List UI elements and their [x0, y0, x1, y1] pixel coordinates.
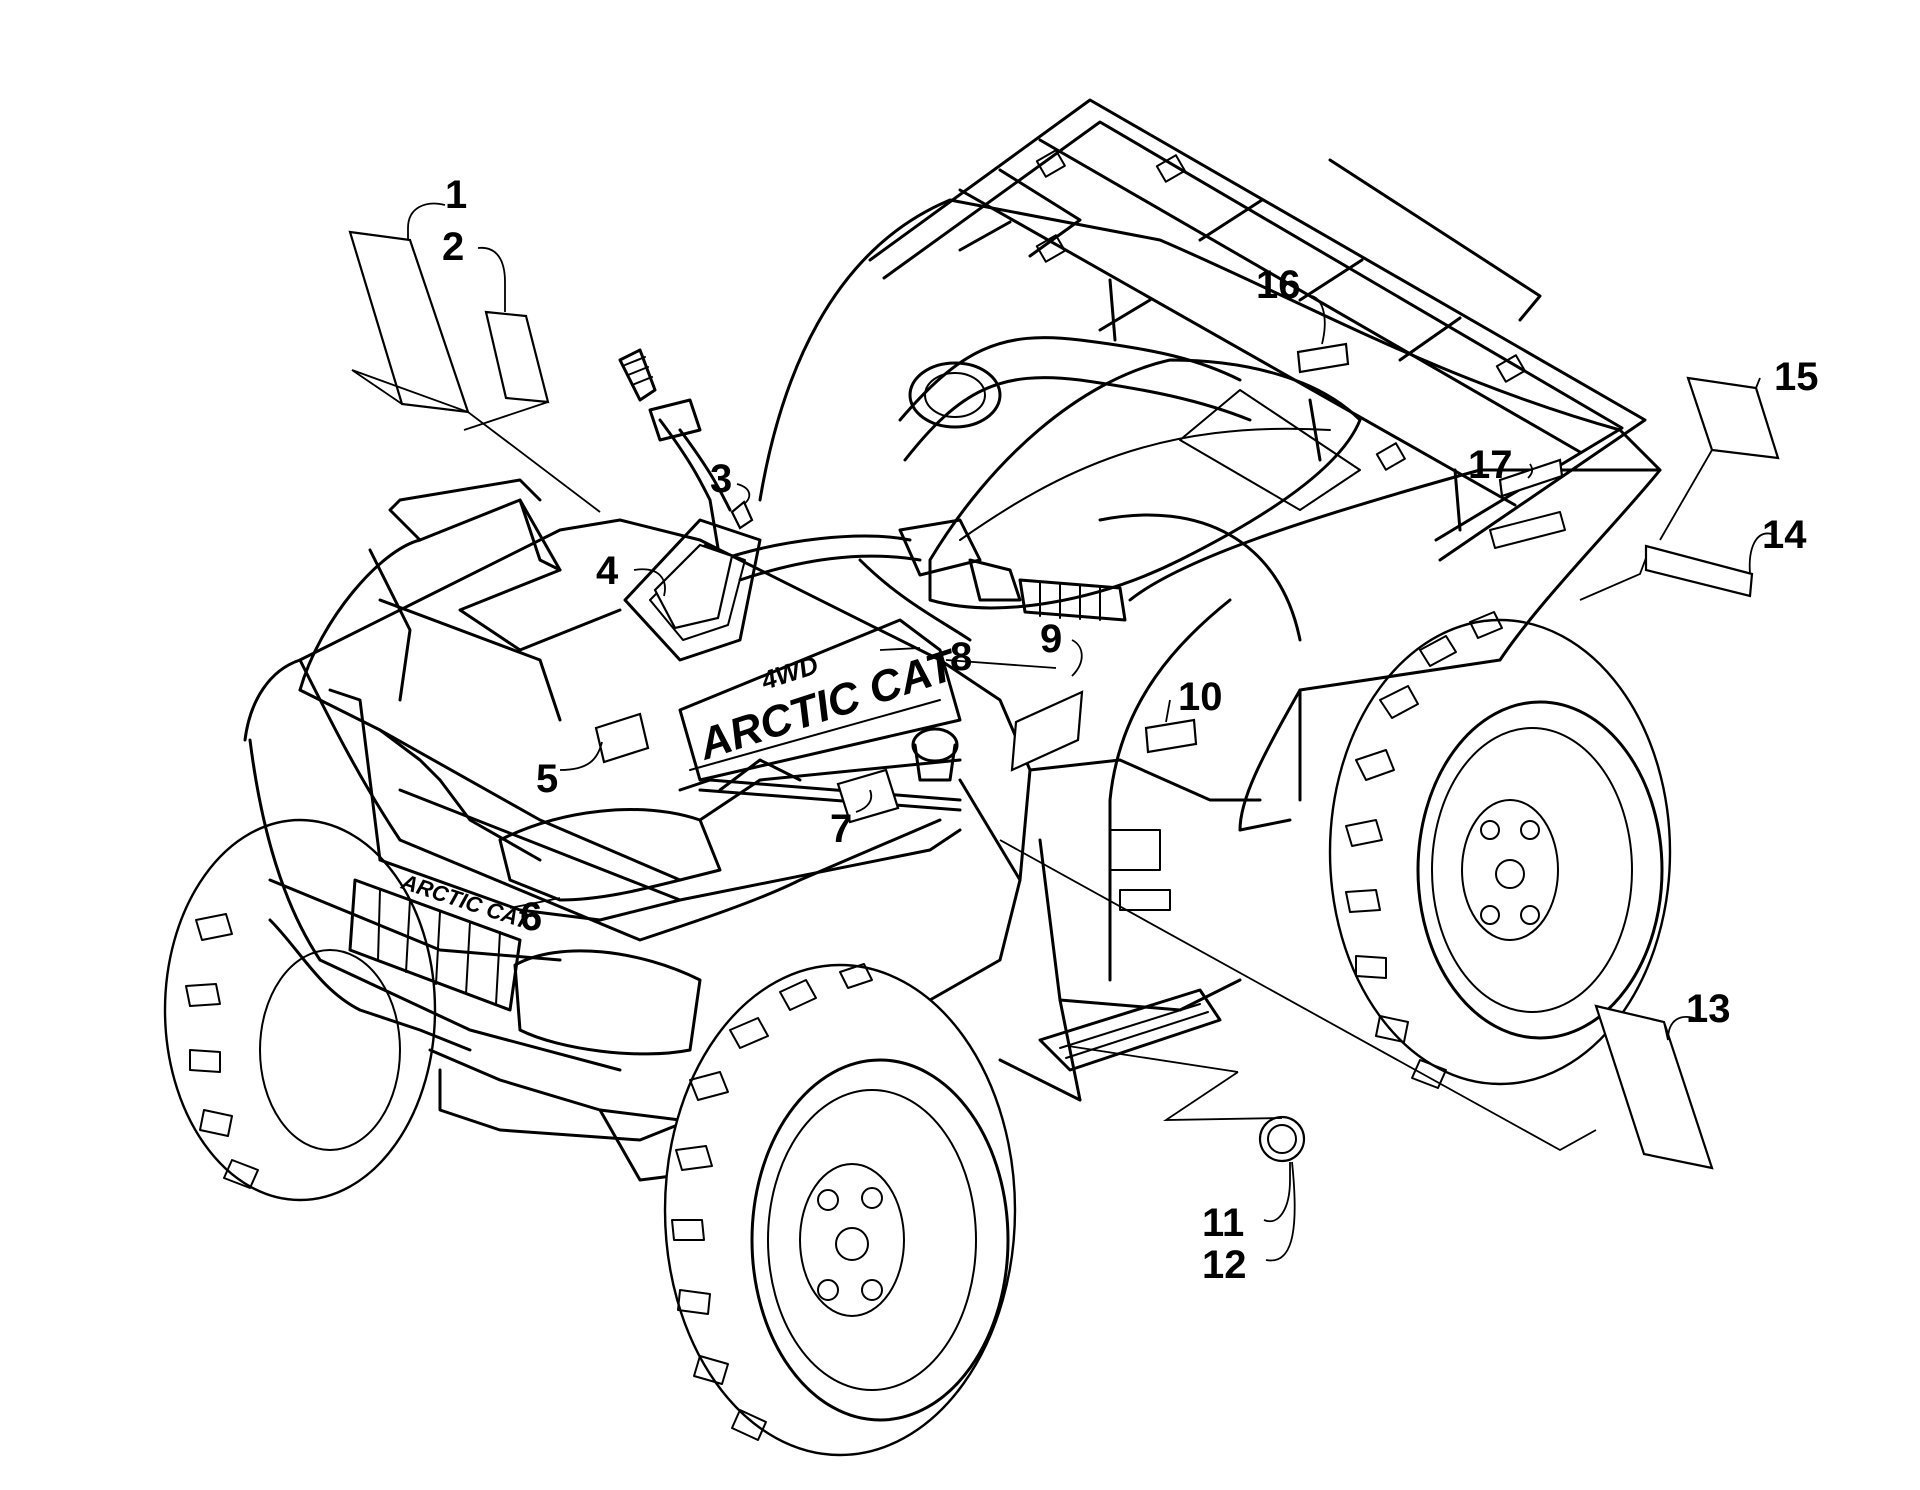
callout-1: 1	[445, 173, 467, 217]
callout-4: 4	[596, 549, 619, 593]
seat	[928, 358, 1362, 610]
decal-17	[1498, 458, 1564, 498]
callout-16: 16	[1256, 263, 1301, 307]
rear-fender-body	[758, 198, 1662, 982]
callout-6: 6	[520, 895, 542, 939]
decal-3	[730, 500, 754, 530]
decal-7	[836, 768, 900, 824]
callout-labels: 1 2 3 4 5 6 7 8 9 10 11 12 13 14 15 16 1…	[442, 173, 1819, 1287]
callout-17: 17	[1468, 443, 1513, 487]
fuel-tank-decal-area: 4WD ARCTIC CAT	[678, 618, 964, 782]
callout-10: 10	[1178, 675, 1223, 719]
callout-5: 5	[536, 757, 558, 801]
callout-13: 13	[1686, 987, 1731, 1031]
callout-2: 2	[442, 225, 464, 269]
callout-15: 15	[1774, 355, 1819, 399]
decal-15	[1686, 376, 1780, 460]
rear-right-wheel	[1328, 611, 1672, 1089]
rear-cargo-rack	[868, 98, 1647, 562]
leader-lines	[351, 202, 1773, 1262]
decal-14	[1644, 544, 1754, 598]
decal-shapes	[348, 230, 1780, 1170]
decal-10	[1144, 718, 1198, 754]
decal-9	[1010, 690, 1084, 772]
callout-11: 11	[1202, 1201, 1244, 1245]
front-left-wheel	[163, 818, 437, 1202]
floorboard	[1038, 988, 1222, 1072]
handlebars	[618, 348, 1127, 642]
decal-11-12	[1258, 1115, 1306, 1163]
callout-7: 7	[830, 807, 852, 851]
callout-8: 8	[950, 635, 972, 679]
callout-3: 3	[710, 457, 732, 501]
callout-14: 14	[1762, 513, 1807, 557]
front-right-wheel	[663, 963, 1017, 1457]
decal-16	[1296, 342, 1350, 374]
callout-9: 9	[1040, 617, 1062, 661]
decal-4	[653, 543, 734, 630]
decal-5	[594, 712, 650, 764]
decal-13	[1594, 1004, 1714, 1170]
front-cargo-rack	[298, 478, 962, 902]
front-body	[243, 518, 1262, 1102]
callout-12: 12	[1202, 1243, 1247, 1287]
decal-2	[484, 310, 550, 404]
